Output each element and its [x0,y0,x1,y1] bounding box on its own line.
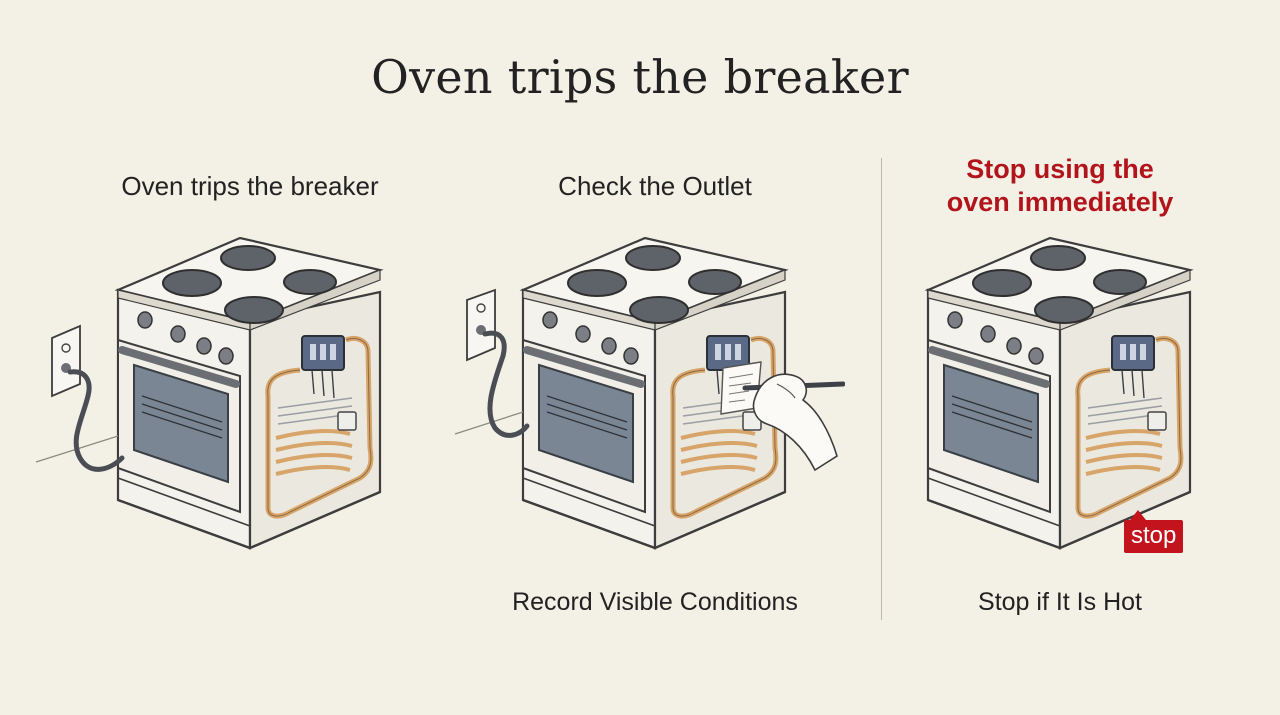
step-heading: Check the Outlet [558,171,752,201]
step-heading: Oven trips the breaker [121,171,379,201]
warning-heading: Stop using the oven immediately [860,153,1260,219]
warning-heading-line-2: oven immediately [946,187,1174,217]
wall-outlet-icon [466,288,496,362]
step-caption: Record Visible Conditions [512,588,798,616]
power-cord-icon [482,330,530,438]
step-caption: Stop if It Is Hot [978,588,1142,616]
hand-with-pen-icon [742,373,845,472]
electric-oven-illustration [454,0,845,715]
electric-oven-illustration [810,0,1210,715]
warning-heading-line-1: Stop using the [966,154,1154,184]
electric-oven-illustration [35,0,420,715]
step-panel-stop: Stop using the oven immediately Stop if … [860,0,1260,715]
step-panel-trips: Oven trips the breaker [50,0,450,715]
page-title: Oven trips the breaker [371,50,909,104]
stop-tag: stop [1124,510,1184,553]
step-panel-check-outlet: Check the Outlet Record Visible Conditio… [455,0,855,715]
power-cord-icon [67,369,125,472]
panel-divider [881,158,882,620]
wall-outlet-icon [51,324,81,398]
